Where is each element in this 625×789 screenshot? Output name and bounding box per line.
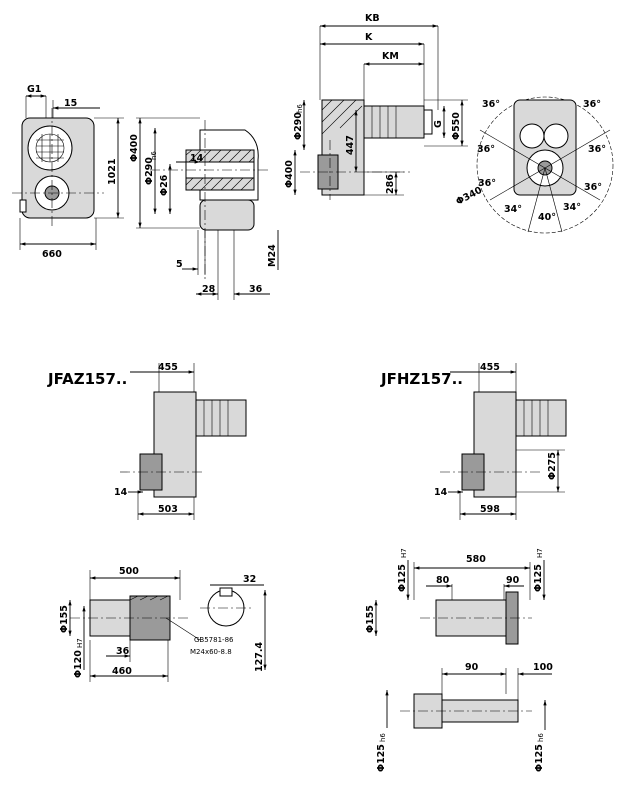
dim-5: 5	[176, 259, 183, 270]
dim-m24: M24	[267, 244, 278, 267]
svg-text:h6: h6	[379, 733, 387, 742]
hollow-shaft-a: 500 Φ155 Φ120 H7 36 460 32 127.4 GB5781-…	[59, 566, 267, 682]
shaft-h-dim-100: 100	[533, 662, 553, 673]
jfhz-dim-598: 598	[480, 504, 500, 515]
shaft-a-phi155: Φ155	[59, 605, 70, 633]
svg-text:h6: h6	[537, 733, 545, 742]
svg-text:H7: H7	[76, 638, 84, 648]
svg-text:H7: H7	[536, 548, 544, 558]
angle-34-b: 34°	[563, 202, 581, 213]
shaft-a-dim-500: 500	[119, 566, 139, 577]
jfaz-motor	[195, 399, 247, 437]
angle-36-e: 36°	[478, 178, 496, 189]
dim-phi400: Φ400	[129, 134, 140, 162]
dim-g1: G1	[27, 84, 41, 95]
dim-28: 28	[202, 284, 216, 295]
flange-bolt-pattern: 36° 36° 36° 36° 36° 36° 34° 40° 34° Φ340	[454, 96, 614, 234]
dim-1021: 1021	[107, 159, 118, 185]
shaft-a-dim-36: 36	[116, 646, 130, 657]
shaft-h-phi155: Φ155	[365, 605, 376, 633]
side-view: KB K KM Φ290 h6 447 Φ400 286 G Φ550	[284, 13, 468, 200]
jfaz-title: JFAZ157..	[47, 370, 127, 388]
dim-447: 447	[345, 135, 356, 155]
dim-km: KM	[382, 51, 399, 62]
dim-phi340: Φ340	[454, 185, 484, 208]
shaft-h-phi125-a: Φ125	[397, 564, 408, 592]
hollow-shaft-h: 580 Φ125 H7 80 90 Φ125 H7 Φ155 90 100 Φ1…	[365, 548, 553, 772]
gb-standard: GB5781-86	[194, 636, 234, 644]
dim-14: 14	[190, 153, 204, 164]
jfaz-dim-455: 455	[158, 362, 178, 373]
angle-36-d: 36°	[588, 144, 606, 155]
jfhz-title: JFHZ157..	[380, 370, 463, 388]
bolt-spec: M24x60-8.8	[190, 648, 232, 656]
dim-286: 286	[385, 174, 396, 194]
shaft-h-dim-90b: 90	[465, 662, 479, 673]
jfaz-view: JFAZ157.. 455 14 503	[47, 362, 247, 520]
dim-k: K	[365, 32, 373, 43]
shaft-a-phi120: Φ120	[73, 650, 84, 678]
jfhz-view: JFHZ157.. 455 Φ275 14 598	[380, 362, 567, 520]
dim-side-phi400: Φ400	[284, 160, 295, 188]
shaft-a-dim-127-4: 127.4	[254, 642, 265, 672]
shaft-h-phi125-b: Φ125	[533, 564, 544, 592]
jfaz-dim-503: 503	[158, 504, 178, 515]
svg-text:h6: h6	[296, 104, 304, 113]
section-view: Φ400 Φ290 h6 14 Φ26 5 28 36 M24	[129, 117, 279, 300]
dim-36: 36	[249, 284, 263, 295]
jfhz-dim-14: 14	[434, 487, 448, 498]
dim-side-phi290: Φ290	[293, 112, 304, 140]
angle-36-a: 36°	[482, 99, 500, 110]
shaft-h-phi125-c: Φ125	[376, 744, 387, 772]
angle-40: 40°	[538, 212, 556, 223]
svg-text:H7: H7	[400, 548, 408, 558]
dim-phi290: Φ290	[144, 157, 155, 185]
dim-kb: KB	[365, 13, 380, 24]
dim-phi26: Φ26	[159, 174, 170, 196]
angle-36-b: 36°	[583, 99, 601, 110]
angle-36-f: 36°	[584, 182, 602, 193]
jfaz-gearbox	[153, 391, 197, 498]
dim-g: G	[433, 120, 444, 128]
shaft-h-dim-580: 580	[466, 554, 486, 565]
jfhz-dim-phi275: Φ275	[547, 452, 558, 480]
angle-36-c: 36°	[477, 144, 495, 155]
front-view: G1 15 1021 660	[12, 84, 124, 260]
jfhz-dim-455: 455	[480, 362, 500, 373]
shaft-a-dim-460: 460	[112, 666, 132, 677]
angle-34-a: 34°	[504, 204, 522, 215]
motor	[363, 105, 425, 139]
shaft-a-dim-32: 32	[243, 574, 256, 585]
jfhz-motor	[515, 399, 567, 437]
jfaz-dim-14: 14	[114, 487, 128, 498]
dim-phi550: Φ550	[451, 112, 462, 140]
shaft-h-phi125-d: Φ125	[534, 744, 545, 772]
shaft-h-dim-80: 80	[436, 575, 450, 586]
dim-660: 660	[42, 249, 62, 260]
svg-text:h6: h6	[150, 151, 158, 160]
shaft-h-dim-90: 90	[506, 575, 520, 586]
dim-15: 15	[64, 98, 77, 109]
